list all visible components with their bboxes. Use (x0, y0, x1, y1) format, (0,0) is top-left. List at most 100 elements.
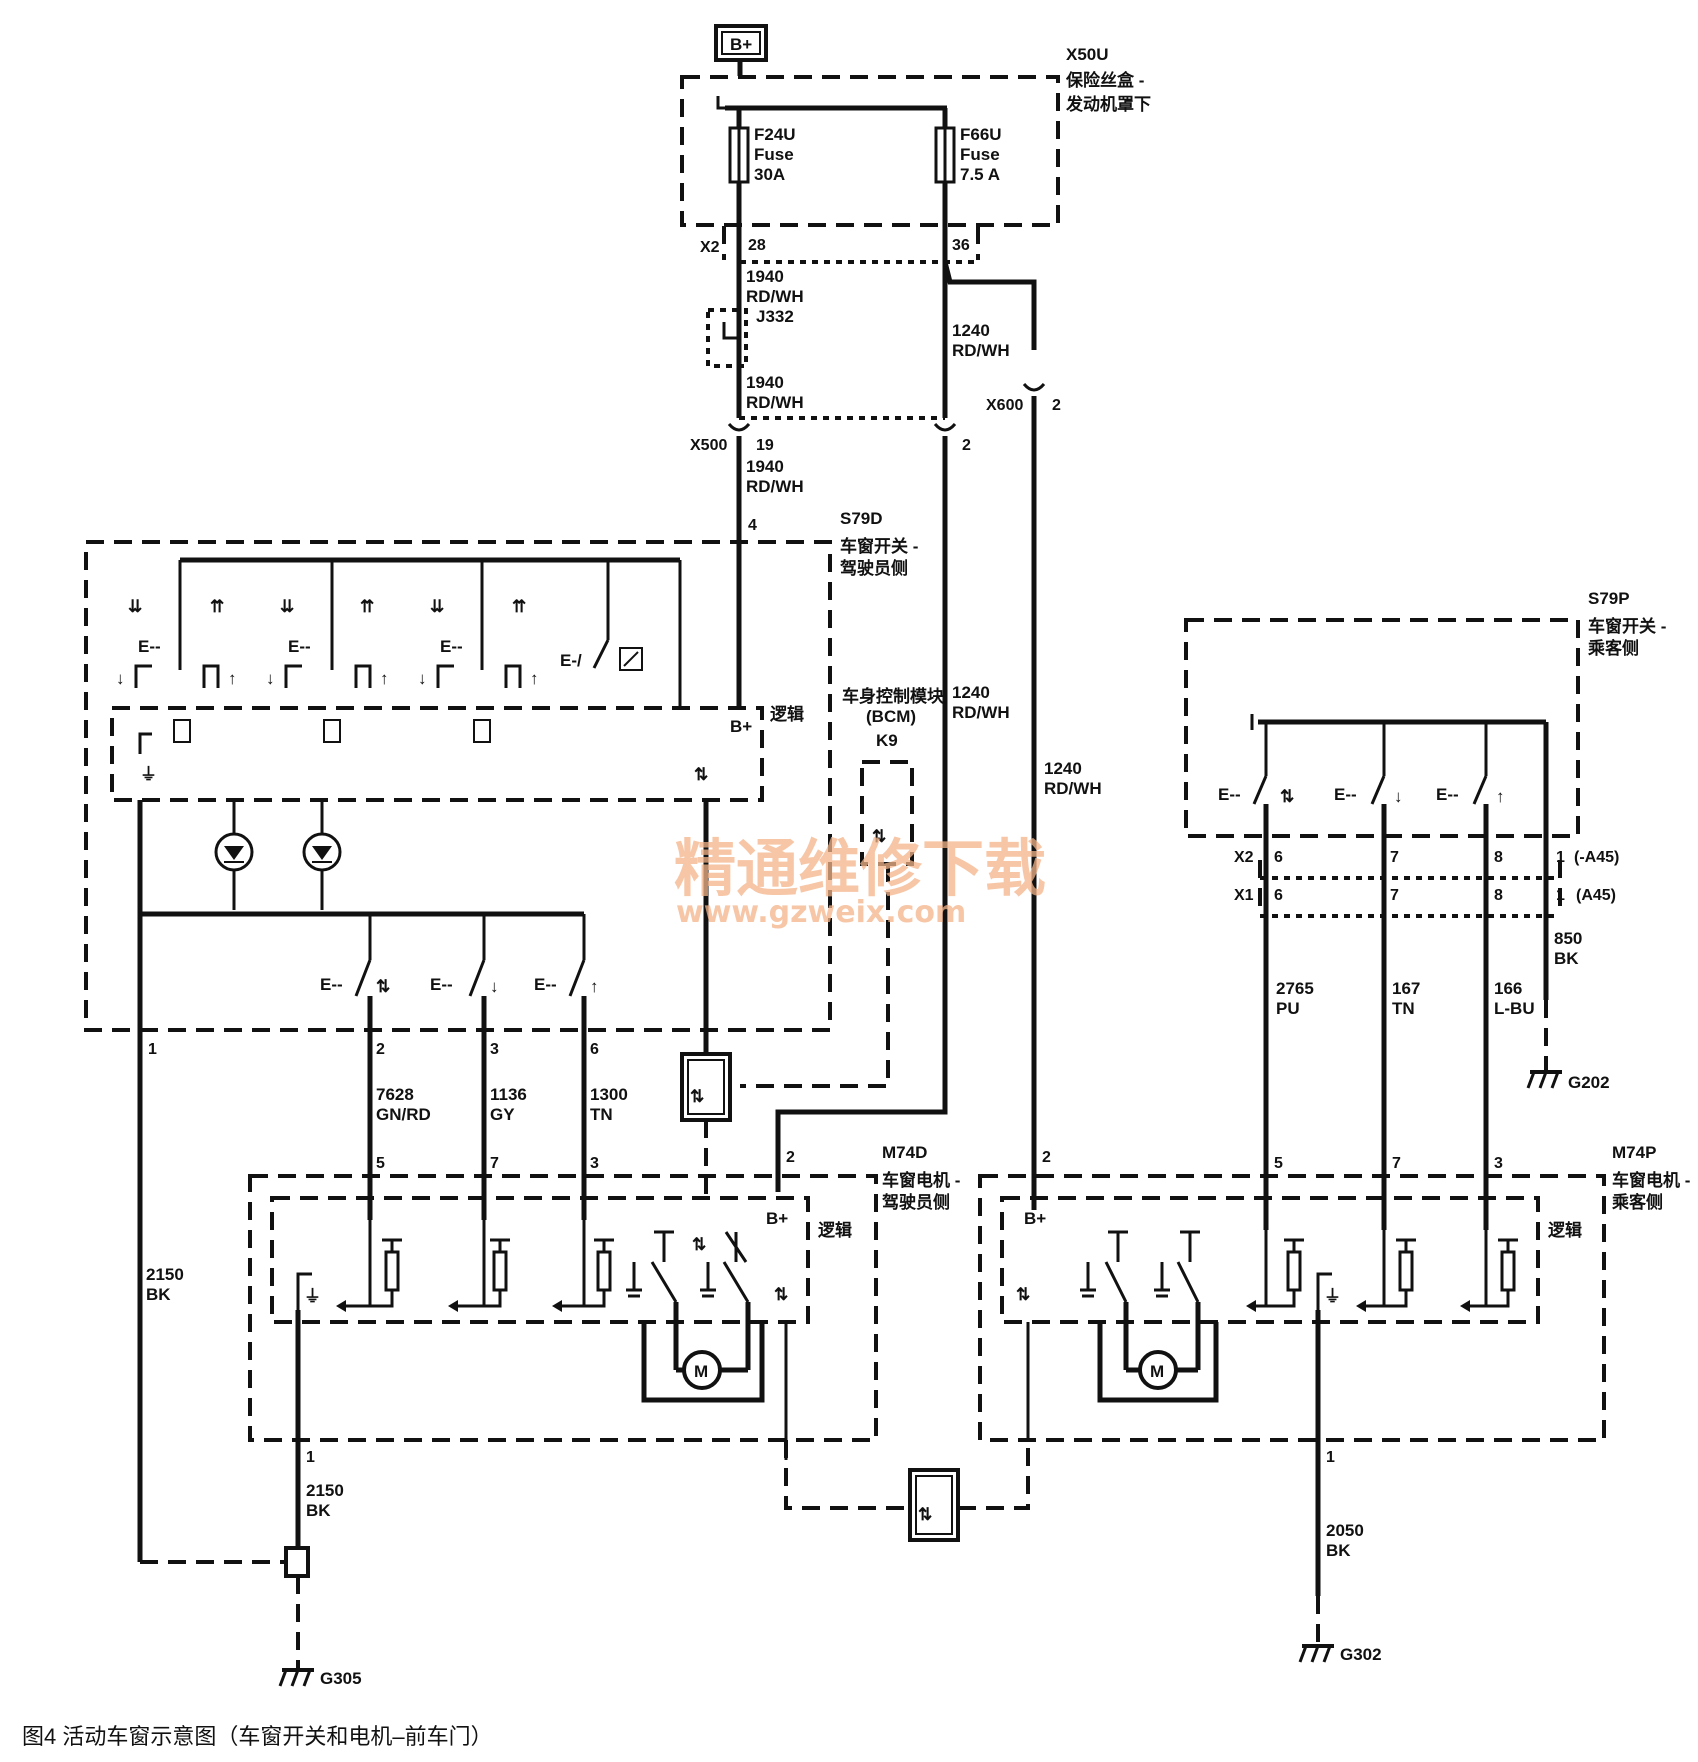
svg-text:E--: E-- (1218, 785, 1241, 804)
wire-2050-color: BK (1326, 1541, 1351, 1560)
switch-contacts-group-1: ⇊ ⇈ E-- ↓ ↑ (116, 597, 237, 688)
wire-1240-a-color: RD/WH (952, 341, 1010, 360)
wire-2150-b-num: 2150 (306, 1481, 344, 1500)
svg-text:⇈: ⇈ (360, 597, 374, 616)
fusebox-id: X50U (1066, 45, 1109, 64)
bcm-comm-arrows: ⇅ (872, 827, 886, 846)
s79d-pin-1: 1 (148, 1041, 157, 1058)
s79p-x2-pin-8: 8 (1494, 849, 1503, 866)
svg-text:↓: ↓ (1394, 787, 1403, 806)
svg-text:⇈: ⇈ (512, 597, 526, 616)
m74d-logic-label: 逻辑 (818, 1220, 852, 1240)
g305-label: G305 (320, 1669, 362, 1688)
wire-166-color: L-BU (1494, 999, 1535, 1018)
wire-1240-b-color: RD/WH (952, 703, 1010, 722)
x2-pin-36: 36 (952, 237, 970, 254)
serial-data-gateway-2: ⇅ (784, 1440, 1030, 1542)
s79p-name2: 乘客侧 (1587, 638, 1639, 658)
fusebox-name2: 发动机罩下 (1065, 94, 1151, 114)
svg-text:E--: E-- (430, 975, 453, 994)
serial-data-gateway-1: ⇅ (680, 1052, 732, 1196)
wire-1940-a-num: 1940 (746, 267, 784, 286)
svg-text:E--: E-- (320, 975, 343, 994)
wire-7628-color: GN/RD (376, 1105, 431, 1124)
input-pullup-p3 (1460, 1238, 1518, 1312)
splice-box (706, 308, 748, 368)
svg-text:⇊: ⇊ (280, 597, 294, 616)
input-pullup-7 (448, 1238, 510, 1312)
bcm-id: K9 (876, 731, 898, 750)
svg-text:↑: ↑ (228, 669, 237, 688)
m74p-logic-label: 逻辑 (1548, 1220, 1582, 1240)
window-lock-switch: E-/ (560, 639, 643, 671)
battery-terminal: B+ (714, 24, 768, 76)
svg-text:↑: ↑ (380, 669, 389, 688)
ground-g202: G202 (1526, 1000, 1610, 1092)
wire-1940-c-color: RD/WH (746, 477, 804, 496)
svg-text:⇊: ⇊ (128, 597, 142, 616)
m74p-pin-1: 1 (1326, 1449, 1335, 1466)
watermark-url: www.gzweix.com (676, 895, 966, 930)
m74d-logic-box (270, 1196, 810, 1324)
driver-window-switch-s79d: S79D 车窗开关 - 驾驶员侧 ⇊ ⇈ E-- ↓ ↑ ⇊ ⇈ E-- ↓ ↑ (84, 509, 918, 1562)
m74d-pin-1: 1 (306, 1449, 315, 1466)
x600-pin: 2 (1052, 397, 1061, 414)
svg-text:⇅: ⇅ (692, 1235, 706, 1254)
g202-label: G202 (1568, 1073, 1610, 1092)
wire-1300-color: TN (590, 1105, 613, 1124)
wire-2150-a-color: BK (146, 1285, 171, 1304)
m74d-pin-3: 3 (590, 1155, 599, 1172)
s79p-x1-pin-8: 8 (1494, 887, 1503, 904)
svg-text:↓: ↓ (266, 669, 275, 688)
fuse2-id: F66U (960, 125, 1002, 144)
m74d-bplus: B+ (766, 1209, 788, 1228)
passenger-motor-symbol: M (1123, 1322, 1201, 1390)
m74p-pin-3: 3 (1494, 1155, 1503, 1172)
wire-1940-b-num: 1940 (746, 373, 784, 392)
m74p-bplus: B+ (1024, 1209, 1046, 1228)
m74d-pin-2: 2 (786, 1149, 795, 1166)
wire-7628-num: 7628 (376, 1085, 414, 1104)
fuse1-id: F24U (754, 125, 796, 144)
input-pullup-p7 (1356, 1238, 1416, 1312)
wire-1940-b-color: RD/WH (746, 393, 804, 412)
passenger-window-switch-s79p: S79P 车窗开关 - 乘客侧 E-- ⇅ E-- ↓ E-- ↑ X2 X1 … (1184, 589, 1666, 1230)
m74d-name2: 驾驶员侧 (882, 1192, 950, 1212)
m74p-pin-7: 7 (1392, 1155, 1401, 1172)
m74d-id: M74D (882, 1143, 927, 1162)
svg-text:⇊: ⇊ (430, 597, 444, 616)
wire-167-color: TN (1392, 999, 1415, 1018)
svg-text:E--: E-- (534, 975, 557, 994)
svg-text:⇅: ⇅ (690, 1087, 704, 1106)
wire-1240-c-color: RD/WH (1044, 779, 1102, 798)
figure-caption: 图4 活动车窗示意图（车窗开关和电机–前车门） (22, 1724, 493, 1749)
s79d-name: 车窗开关 - (840, 536, 918, 556)
m74d-pin-7: 7 (490, 1155, 499, 1172)
svg-text:E--: E-- (1334, 785, 1357, 804)
connector-x600: X600 2 (986, 382, 1061, 1190)
m74d-motor-letter: M (694, 1362, 708, 1381)
x500-label: X500 (690, 437, 727, 454)
s79p-x2-tag: (-A45) (1574, 849, 1619, 866)
fuse1-type: Fuse (754, 145, 794, 164)
m74d-pin-5: 5 (376, 1155, 385, 1172)
s79d-pin-4: 4 (748, 517, 757, 534)
m74p-pin-2: 2 (1042, 1149, 1051, 1166)
wire-2765-num: 2765 (1276, 979, 1314, 998)
m74p-id: M74P (1612, 1143, 1656, 1162)
fuse2-rating: 7.5 A (960, 165, 1000, 184)
m74d-comm-arrows: ⇅ (774, 1285, 788, 1304)
s79p-x2-pin-1: 1 (1556, 849, 1565, 866)
s79d-pin-3: 3 (490, 1041, 499, 1058)
watermark-title: 精通维修下载 (674, 832, 1046, 905)
wire-850-num: 850 (1554, 929, 1582, 948)
driver-passenger-window-switch: E-- ⇅ E-- ↓ E-- ↑ (320, 959, 599, 997)
driver-motor-symbol: M (673, 1322, 751, 1390)
wire-1136-color: GY (490, 1105, 515, 1124)
s79p-x1-pin-6: 6 (1274, 887, 1283, 904)
svg-text:↓: ↓ (490, 977, 499, 996)
svg-text:⇅: ⇅ (376, 977, 390, 996)
wire-1240-a-num: 1240 (952, 321, 990, 340)
bplus-label: B+ (730, 35, 752, 54)
svg-text:↓: ↓ (116, 669, 125, 688)
